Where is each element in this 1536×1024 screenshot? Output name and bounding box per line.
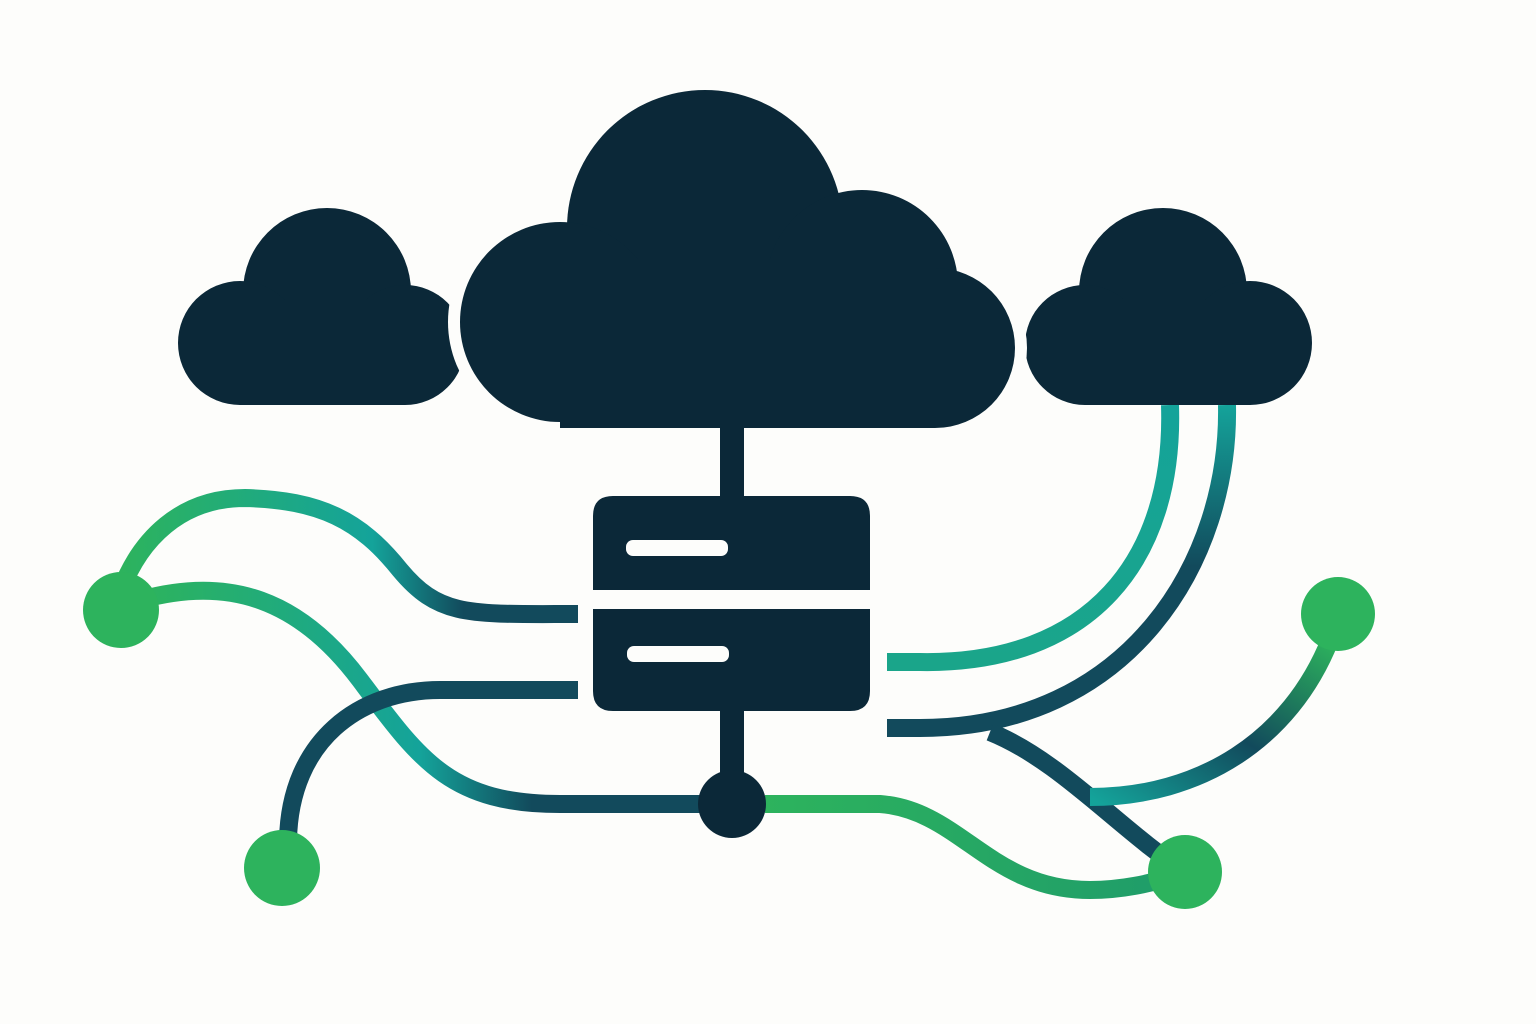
network-node-icon-right xyxy=(1301,577,1375,651)
link-cloud-dark xyxy=(887,404,1237,737)
server-unit-top xyxy=(593,496,870,590)
link-left-top xyxy=(112,488,579,624)
server-slot-top xyxy=(626,540,728,556)
network-node-icon-left xyxy=(83,572,159,648)
link-right-node xyxy=(1089,636,1339,806)
link-server-to-bottom-left xyxy=(279,681,578,841)
cloud-icon-center xyxy=(460,90,1015,428)
cloud-server-connector xyxy=(720,420,744,500)
server-unit-bottom xyxy=(593,609,870,711)
network-node-icon-bottom-right xyxy=(1148,835,1222,909)
link-cloud-teal xyxy=(887,404,1180,672)
server-slot-bottom xyxy=(627,646,729,662)
link-hub-to-bottom-right xyxy=(765,795,1183,900)
hub-node-icon xyxy=(698,770,766,838)
connection-lines xyxy=(112,404,1339,900)
link-left-to-hub xyxy=(137,581,700,813)
server-icon xyxy=(593,496,870,711)
network-nodes xyxy=(83,572,1375,909)
cloud-icon-right xyxy=(1025,208,1312,405)
network-node-icon-bottom-left xyxy=(244,830,320,906)
cloud-icon-left xyxy=(178,208,465,405)
